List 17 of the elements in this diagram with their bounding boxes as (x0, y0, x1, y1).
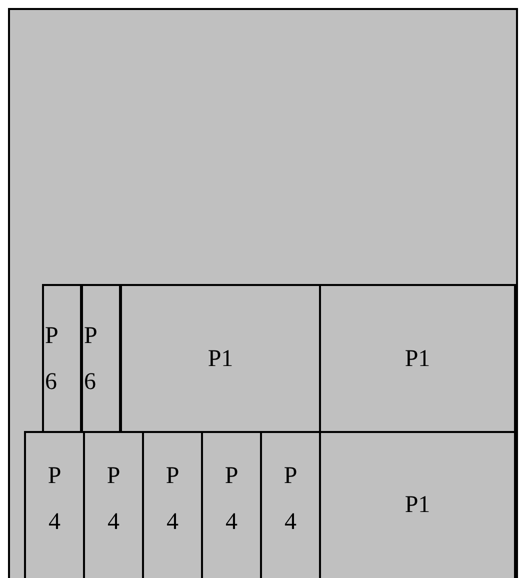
region-box (24, 431, 85, 578)
region-label: P4 (46, 462, 62, 536)
region-box (319, 284, 516, 432)
region-box (81, 284, 121, 432)
region-box (120, 284, 321, 432)
region-box (319, 431, 516, 578)
region-label: P6 (84, 322, 98, 397)
region-label: P4 (164, 462, 180, 536)
region-label: P4 (224, 462, 240, 536)
region-box (42, 284, 82, 432)
region-label: P4 (282, 462, 298, 536)
region-label: P1 (208, 344, 234, 374)
region-label: P1 (404, 344, 430, 374)
frame-box (8, 8, 518, 578)
region-label: P4 (106, 462, 122, 536)
region-label: P1 (404, 491, 430, 520)
region-label: P6 (45, 322, 60, 397)
